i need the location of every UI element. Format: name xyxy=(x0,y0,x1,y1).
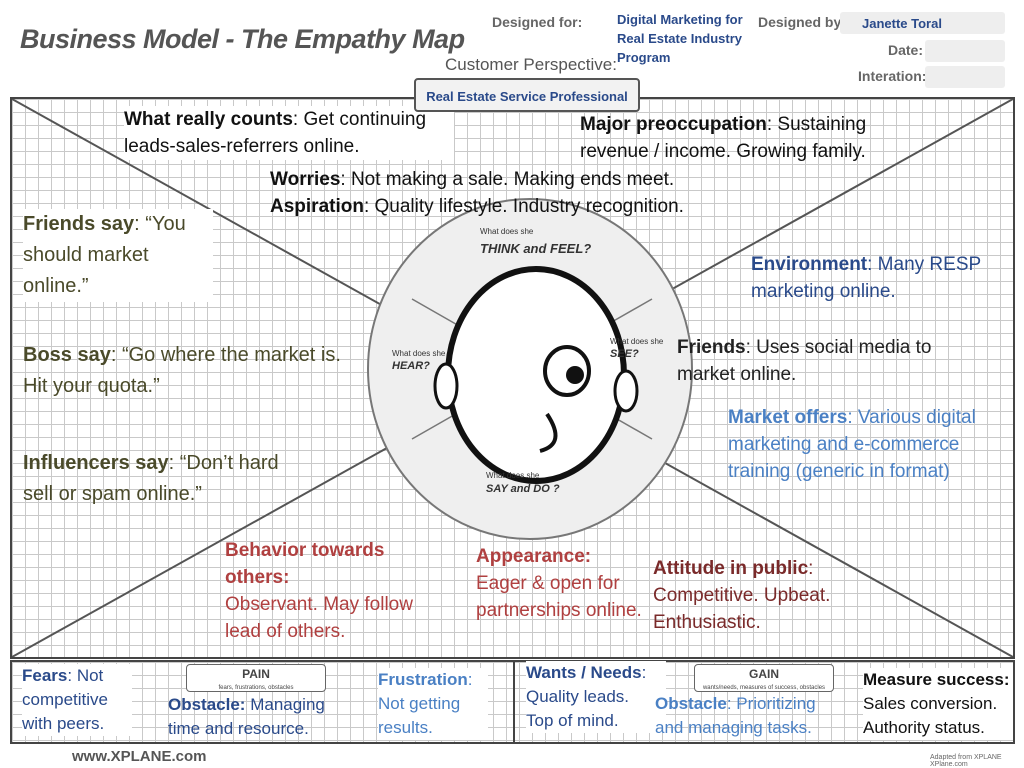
think-prompt: THINK and FEEL? xyxy=(480,241,592,256)
think-prompt-small: What does she xyxy=(480,227,534,236)
customer-box[interactable]: Real Estate Service Professional xyxy=(414,78,640,112)
iteration-field[interactable] xyxy=(925,66,1005,88)
boss-say: Boss say: “Go where the market is. Hit y… xyxy=(23,344,341,397)
worries: Worries: Not making a sale. Making ends … xyxy=(270,169,675,190)
see-friends: Friends: Uses social media to market onl… xyxy=(677,337,932,385)
designed-for-label: Designed for: xyxy=(492,14,583,30)
measure-success: Measure success:Sales conversion. Author… xyxy=(863,668,1013,740)
what-really-counts: What really counts: Get continuing leads… xyxy=(124,106,454,160)
hear-prompt: HEAR? xyxy=(392,360,430,372)
environment: Environment: Many RESP marketing online. xyxy=(751,254,981,302)
mouth xyxy=(539,412,558,453)
pain-obstacle: Obstacle: Managing time and resource. xyxy=(168,695,325,738)
designed-by-field[interactable]: Janette Toral xyxy=(840,12,1005,34)
face xyxy=(445,266,627,484)
gain-obstacle: Obstacle: Prioritizing and managing task… xyxy=(655,694,816,737)
left-ear xyxy=(433,362,459,410)
pain-gain-section xyxy=(10,660,1015,744)
behavior-towards-others: Behavior towards others:Observant. May f… xyxy=(225,540,413,642)
designed-by-value: Janette Toral xyxy=(862,16,942,31)
date-label: Date: xyxy=(888,42,924,58)
major-preoccupation: Major preoccupation: Sustaining revenue … xyxy=(580,114,867,162)
see-prompt-small: What does she xyxy=(610,337,664,346)
designed-by-label: Designed by: xyxy=(758,14,846,30)
aspiration: Aspiration: Quality lifestyle. Industry … xyxy=(270,196,684,217)
footer-brand[interactable]: www.XPLANE.com xyxy=(72,748,207,765)
hear-prompt-small: What does she xyxy=(392,349,446,358)
appearance: Appearance:Eager & open for partnerships… xyxy=(476,546,642,621)
empathy-map-grid: What does she THINK and FEEL? What does … xyxy=(10,97,1015,659)
attitude-in-public: Attitude in public: Competitive. Upbeat.… xyxy=(653,558,831,633)
market-offers: Market offers: Various digital marketing… xyxy=(728,407,976,482)
see-prompt: SEE? xyxy=(610,348,639,360)
map-diagram xyxy=(12,99,1013,657)
iteration-label: Interation: xyxy=(858,68,927,84)
fears: Fears: Not competitive with peers. xyxy=(22,664,132,736)
customer-perspective-label: Customer Perspective: xyxy=(445,55,617,74)
date-field[interactable] xyxy=(925,40,1005,62)
right-ear xyxy=(613,369,639,413)
footer-credit: Adapted from XPLANE XPlane.com xyxy=(930,754,1002,768)
frustration: Frustration: Not getting results. xyxy=(378,668,488,740)
say-prompt-small: What does she xyxy=(486,471,540,480)
designed-for-value[interactable]: Digital Marketing for Real Estate Indust… xyxy=(617,12,743,65)
pupil xyxy=(566,366,584,384)
influencers-say: Influencers say: “Don’t hard sell or spa… xyxy=(23,452,279,505)
pain-gain-divider xyxy=(513,662,515,742)
page-title: Business Model - The Empathy Map xyxy=(20,24,465,54)
wants-needs: Wants / Needs: Quality leads. Top of min… xyxy=(526,661,666,733)
friends-say: Friends say: “You should market online.” xyxy=(23,209,213,302)
say-prompt: SAY and DO ? xyxy=(486,483,560,495)
